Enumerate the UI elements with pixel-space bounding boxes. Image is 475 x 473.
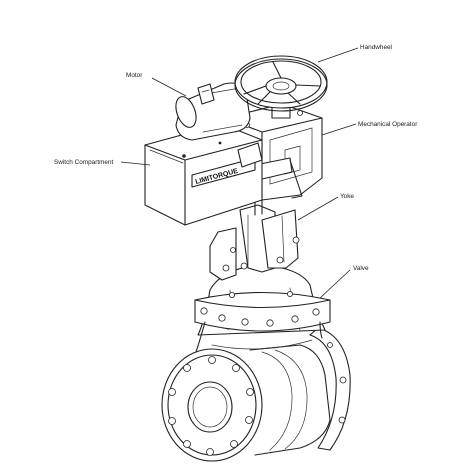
callout-switch-compartment: Switch Compartment (54, 159, 151, 166)
label-handwheel: Handwheel (360, 44, 392, 51)
callout-valve: Valve (319, 265, 369, 299)
callout-mechanical-operator: Mechanical Operator (321, 121, 418, 136)
label-mechanical-operator: Mechanical Operator (358, 121, 418, 128)
valve-body (161, 264, 351, 462)
label-valve: Valve (353, 265, 369, 272)
label-motor: Motor (126, 72, 143, 79)
callout-yoke: Yoke (297, 193, 354, 221)
handwheel (234, 55, 328, 119)
label-switch-compartment: Switch Compartment (54, 159, 114, 166)
callout-handwheel: Handwheel (317, 44, 392, 63)
yoke (209, 199, 300, 281)
callout-motor: Motor (126, 72, 187, 97)
motor (175, 82, 251, 141)
label-yoke: Yoke (340, 193, 354, 200)
